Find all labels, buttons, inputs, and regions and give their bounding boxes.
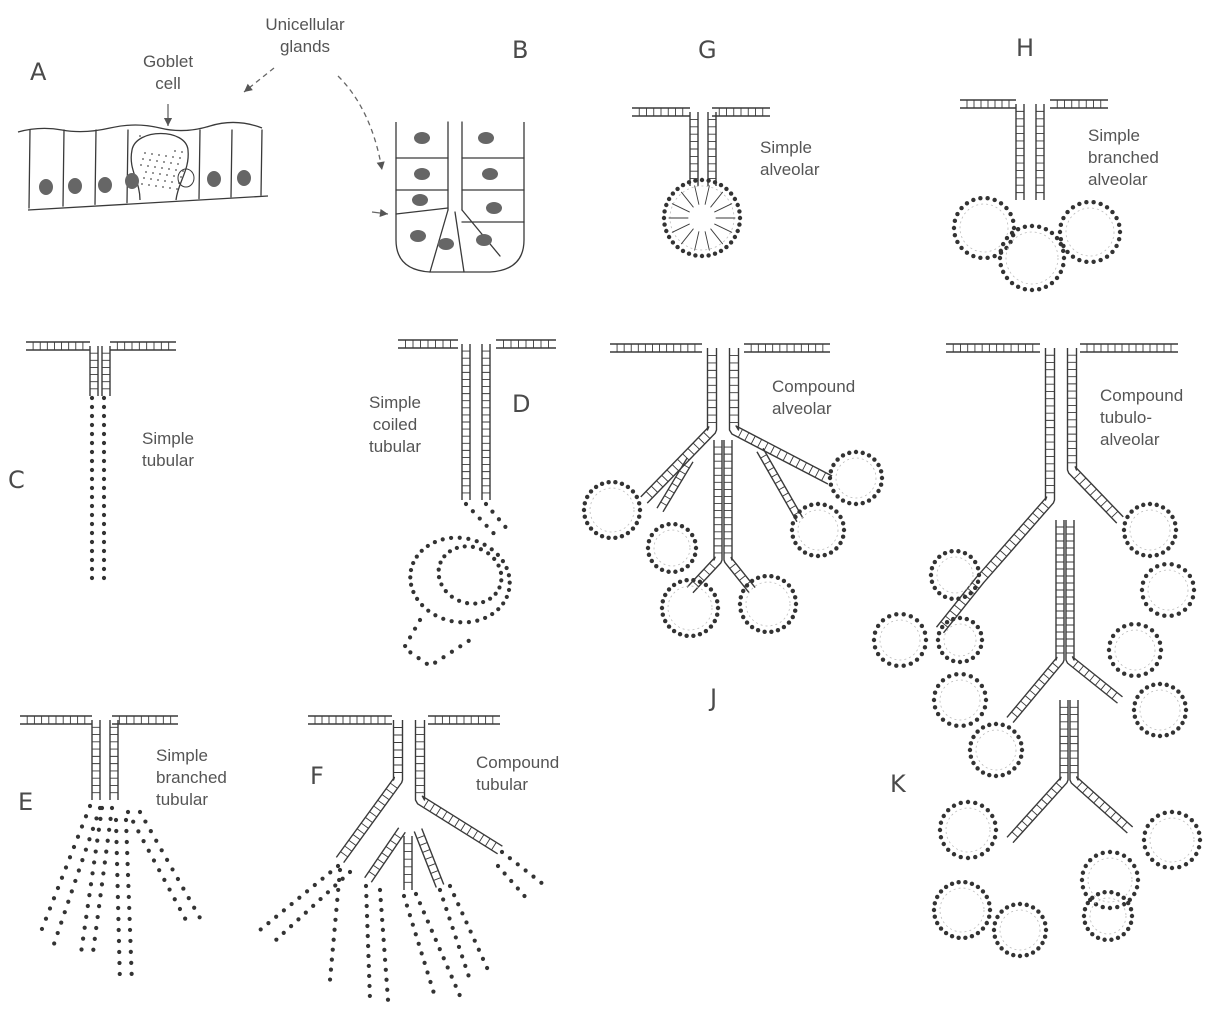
cell-nucleus <box>39 179 53 195</box>
panel-letter-g: G <box>698 38 717 62</box>
panel-g-simple-alveolar <box>632 108 770 258</box>
panel-letter-b: B <box>512 38 528 62</box>
cell-nucleus <box>414 168 430 180</box>
cell-nucleus <box>207 171 221 187</box>
cell-nucleus <box>125 173 139 189</box>
panel-d-simple-coiled-tubular <box>398 340 556 666</box>
cell-nucleus <box>412 194 428 206</box>
cell-nucleus <box>410 230 426 242</box>
panel-letter-c: C <box>8 468 25 492</box>
cell-nucleus <box>98 177 112 193</box>
cell-nucleus <box>486 202 502 214</box>
panel-b-gland-section <box>372 122 524 272</box>
panel-letter-e: E <box>18 790 33 814</box>
cell-nucleus <box>237 170 251 186</box>
panel-letter-d: D <box>512 392 530 416</box>
cell-nucleus <box>476 234 492 246</box>
panel-letter-h: H <box>1016 36 1034 60</box>
cell-nucleus <box>178 169 194 187</box>
cell-nucleus <box>68 178 82 194</box>
cell-nucleus <box>478 132 494 144</box>
cell-nucleus <box>438 238 454 250</box>
panel-letter-f: F <box>310 764 324 788</box>
panel-letter-k: K <box>890 772 906 796</box>
unicellular-glands-arrows <box>244 68 385 170</box>
cell-nucleus <box>414 132 430 144</box>
cell-nucleus <box>482 168 498 180</box>
panel-letter-j: J <box>710 686 717 710</box>
panel-a-goblet-epithelium <box>18 104 268 210</box>
panel-letter-a: A <box>30 60 46 84</box>
